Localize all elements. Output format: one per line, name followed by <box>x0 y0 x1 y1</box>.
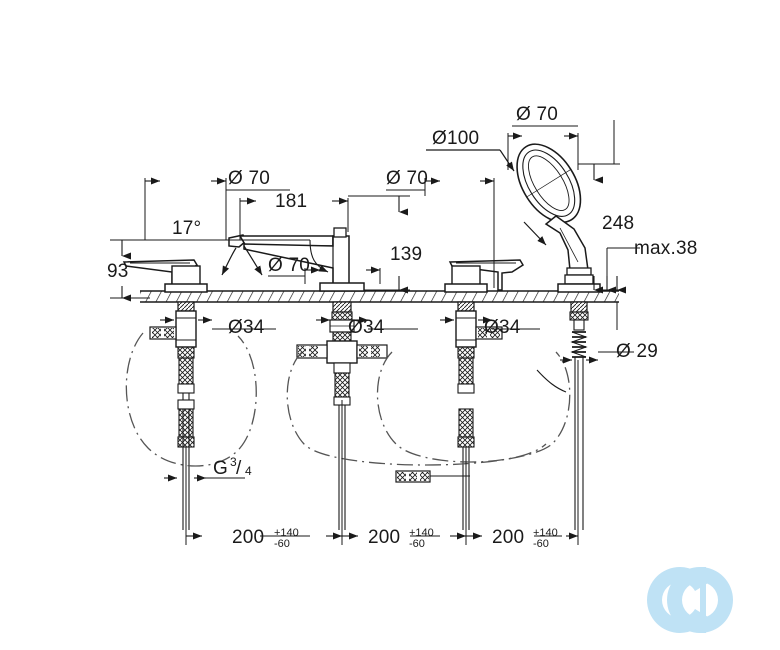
dim-body-34-3 <box>440 316 540 330</box>
dim-label-93: 93 <box>107 261 129 282</box>
left-valve-assembly <box>122 259 208 530</box>
dim-height-139 <box>348 195 410 294</box>
svg-text:+140: +140 <box>274 527 299 539</box>
dim-label-139: 139 <box>390 244 422 265</box>
dim-label-hole70-1: Ø 70 <box>228 168 270 189</box>
dim-label-max38: max.38 <box>634 238 698 259</box>
leader-spout-nozzle <box>221 245 263 276</box>
dim-reach-181 <box>239 197 349 240</box>
dim-hole-70-3 <box>386 177 495 288</box>
dim-angle-17 <box>205 239 329 273</box>
hose-inline-connector <box>395 470 470 483</box>
dim-hole-70-2 <box>268 266 381 284</box>
svg-text:200: 200 <box>492 527 524 548</box>
svg-text:+140: +140 <box>409 527 434 539</box>
svg-text:3: 3 <box>230 455 237 469</box>
deck-surface <box>140 290 619 303</box>
dim-body-34-2 <box>316 316 418 330</box>
dim-body-34-1 <box>160 316 276 330</box>
dim-label-shower-100: Ø100 <box>432 128 479 149</box>
dim-label-248: 248 <box>602 213 634 234</box>
right-valve-assembly <box>444 259 525 530</box>
svg-text:/: / <box>236 458 242 479</box>
spacing-extension-lines <box>185 360 579 545</box>
dim-label-body34-1: Ø34 <box>228 317 265 338</box>
dim-label-hose29: Ø 29 <box>616 341 658 362</box>
svg-text:-60: -60 <box>274 538 290 550</box>
dim-label-hole70-2: Ø 70 <box>268 255 310 276</box>
dim-label-181: 181 <box>275 191 307 212</box>
leader-shower-head-100 <box>426 149 515 172</box>
cd-logo-watermark <box>647 567 733 633</box>
dim-label-spacing-1: 200 +140 -60 <box>232 527 299 550</box>
dim-label-body34-3: Ø34 <box>484 317 521 338</box>
dim-label-hole70-3: Ø 70 <box>386 168 428 189</box>
svg-text:G: G <box>213 458 228 479</box>
dim-label-spacing-2: 200 +140 -60 <box>368 527 434 550</box>
dim-label-hole70-4: Ø 70 <box>516 104 558 125</box>
dim-height-93 <box>110 239 205 302</box>
svg-text:-60: -60 <box>409 538 425 550</box>
svg-text:+140: +140 <box>533 527 558 539</box>
dim-hole-70-1 <box>144 177 290 240</box>
dim-label-17deg: 17° <box>172 218 201 239</box>
svg-text:4: 4 <box>245 464 252 478</box>
dim-label-spacing-3: 200 +140 -60 <box>492 527 558 550</box>
dim-label-body34-2: Ø34 <box>348 317 385 338</box>
dim-deck-max38 <box>606 247 640 330</box>
hand-shower-assembly <box>516 143 601 530</box>
svg-text:-60: -60 <box>533 538 549 550</box>
dim-label-thread: G 3 / 4 <box>213 455 252 479</box>
svg-text:200: 200 <box>232 527 264 548</box>
leader-shower-nozzle <box>523 221 547 246</box>
dim-hose-29 <box>536 351 634 393</box>
supply-hose-curves <box>125 332 571 467</box>
svg-text:200: 200 <box>368 527 400 548</box>
